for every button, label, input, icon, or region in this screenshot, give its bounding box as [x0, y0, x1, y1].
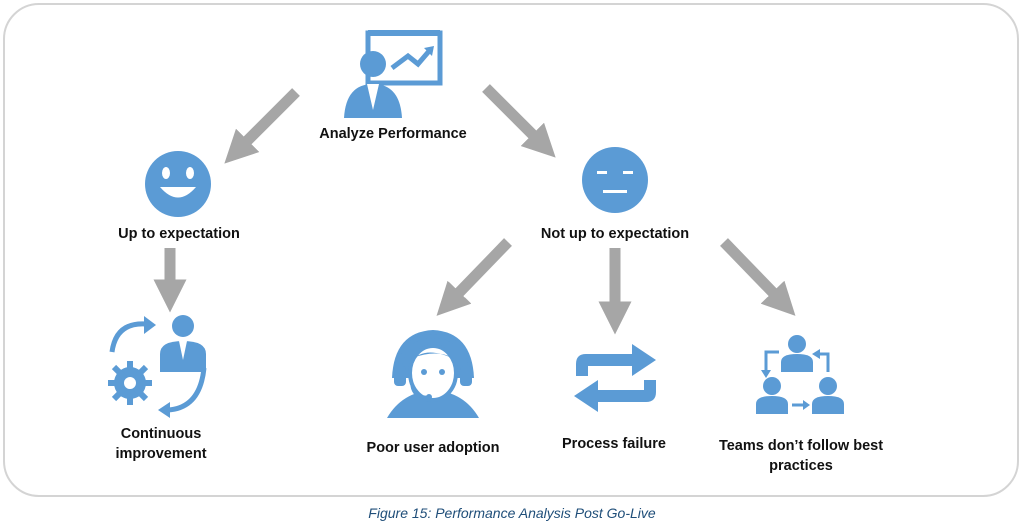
node-continuous-improvement-line2: improvement — [115, 446, 207, 462]
node-poor-user-adoption: Poor user adoption — [366, 440, 500, 456]
node-continuous-improvement-line1: Continuous — [120, 426, 202, 442]
arrow-root-to-negative — [482, 84, 556, 158]
arrow-root-to-positive — [224, 88, 300, 164]
swap-arrows-icon — [574, 344, 656, 412]
node-up-to-expectation: Up to expectation — [118, 226, 240, 242]
connector-arrows — [153, 84, 796, 335]
node-teams-dont-follow-best-practices: Teams don’t follow best practices — [696, 436, 906, 476]
node-not-up-to-expectation: Not up to expectation — [540, 226, 690, 242]
arrow-negative-to-adoption — [436, 238, 512, 316]
node-continuous-improvement: Continuous improvement — [90, 424, 232, 464]
node-teams-line1: Teams don’t follow best — [718, 438, 884, 454]
arrow-negative-to-teams — [720, 238, 796, 316]
node-process-failure: Process failure — [562, 436, 666, 452]
smiley-face-icon — [145, 151, 211, 217]
figure-caption: Figure 15: Performance Analysis Post Go-… — [368, 505, 656, 521]
neutral-face-icon — [582, 147, 648, 213]
cycle-gear-person-icon — [108, 315, 207, 418]
node-teams-line2: practices — [769, 458, 833, 474]
headset-agent-icon — [387, 330, 479, 418]
node-analyze-performance: Analyze Performance — [319, 126, 467, 142]
presenter-chart-icon — [344, 30, 443, 118]
team-flow-icon — [756, 335, 844, 414]
